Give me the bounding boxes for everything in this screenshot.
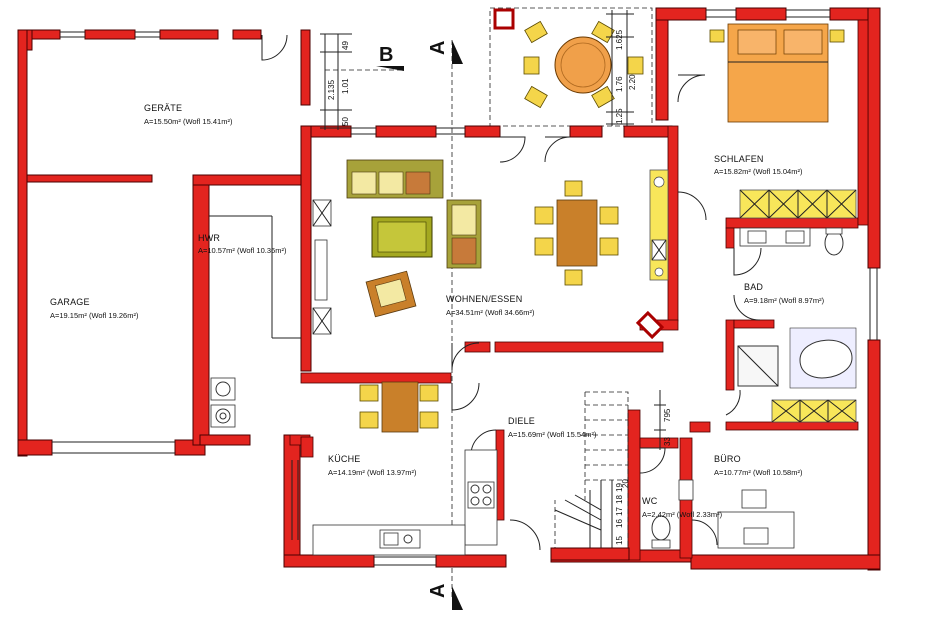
svg-text:BAD: BAD	[744, 282, 763, 292]
washing-machine	[210, 377, 236, 428]
section-marker-b-top: B	[376, 44, 404, 71]
svg-text:WC: WC	[642, 496, 658, 506]
living-sofa	[346, 159, 482, 269]
wc-fixtures	[651, 479, 694, 549]
armchair	[365, 270, 417, 318]
room-label-wohnen: WOHNEN/ESSEN A=34.51m² (Wofl 34.66m²)	[446, 294, 535, 317]
svg-text:1.625: 1.625	[615, 29, 624, 50]
svg-text:HWR: HWR	[198, 233, 220, 243]
svg-text:50: 50	[341, 117, 350, 126]
svg-text:A=34.51m² (Wofl 34.66m²): A=34.51m² (Wofl 34.66m²)	[446, 308, 535, 317]
svg-text:17: 17	[615, 507, 624, 516]
svg-text:1.01: 1.01	[341, 78, 350, 94]
kitchen-table	[359, 381, 439, 433]
room-label-hwr: HWR A=10.57m² (Wofl 10.36m²)	[198, 233, 287, 255]
svg-text:GARAGE: GARAGE	[50, 297, 90, 307]
svg-text:1.25: 1.25	[615, 108, 624, 124]
dimension-left: 49 1.01 50 2.135	[320, 33, 352, 130]
svg-text:18: 18	[615, 495, 624, 504]
svg-text:A=15.82m² (Wofl 15.04m²): A=15.82m² (Wofl 15.04m²)	[714, 167, 803, 176]
svg-text:A=9.18m² (Wofl 8.97m²): A=9.18m² (Wofl 8.97m²)	[744, 296, 825, 305]
svg-text:2.20: 2.20	[628, 74, 637, 90]
dining-table	[534, 180, 619, 286]
svg-text:B: B	[379, 44, 393, 66]
room-label-geraete: GERÄTE A=15.50m² (Wofl 15.41m²)	[144, 103, 233, 126]
svg-text:33: 33	[663, 437, 672, 446]
svg-text:SCHLAFEN: SCHLAFEN	[714, 154, 764, 164]
tv-cabinet	[312, 199, 332, 335]
room-label-garage: GARAGE A=19.15m² (Wofl 19.26m²)	[50, 297, 139, 320]
svg-text:1.76: 1.76	[615, 76, 624, 92]
office-shelf	[771, 399, 857, 423]
svg-text:A: A	[427, 41, 449, 55]
kitchen-counter	[312, 449, 498, 556]
room-label-bad: BAD A=9.18m² (Wofl 8.97m²)	[744, 282, 825, 305]
svg-text:A=15.50m² (Wofl 15.41m²): A=15.50m² (Wofl 15.41m²)	[144, 117, 233, 126]
svg-text:A=10.77m² (Wofl 10.58m²): A=10.77m² (Wofl 10.58m²)	[714, 468, 803, 477]
svg-text:BÜRO: BÜRO	[714, 454, 741, 464]
dimension-terrace: 1.625 1.76 1.25 2.20	[606, 10, 637, 126]
room-label-kueche: KÜCHE A=14.19m² (Wofl 13.97m²)	[328, 454, 417, 477]
room-label-schlafen: SCHLAFEN A=15.82m² (Wofl 15.04m²)	[714, 154, 803, 176]
svg-text:A=19.15m² (Wofl 19.26m²): A=19.15m² (Wofl 19.26m²)	[50, 311, 139, 320]
dimension-wc: 795 33	[654, 390, 672, 450]
svg-text:DIELE: DIELE	[508, 416, 535, 426]
exterior-walls	[17, 7, 881, 571]
svg-text:19: 19	[615, 483, 624, 492]
sideboard	[649, 169, 669, 281]
svg-text:A=2.42m² (Wofl 2.33m²): A=2.42m² (Wofl 2.33m²)	[642, 510, 723, 519]
svg-text:WOHNEN/ESSEN: WOHNEN/ESSEN	[446, 294, 522, 304]
windows	[52, 9, 878, 566]
svg-text:A=10.57m² (Wofl 10.36m²): A=10.57m² (Wofl 10.36m²)	[198, 246, 287, 255]
svg-text:2.135: 2.135	[327, 79, 336, 100]
svg-text:A: A	[427, 584, 449, 598]
bed	[709, 23, 845, 123]
fireplace	[635, 310, 665, 340]
room-label-buero: BÜRO A=10.77m² (Wofl 10.58m²)	[714, 454, 803, 477]
svg-text:49: 49	[341, 41, 350, 50]
svg-text:KÜCHE: KÜCHE	[328, 454, 361, 464]
office-desk	[717, 489, 795, 549]
terrace-dining-set	[493, 8, 644, 109]
section-marker-a-top: A	[427, 40, 463, 64]
svg-text:795: 795	[663, 408, 672, 422]
room-label-wc: WC A=2.42m² (Wofl 2.33m²)	[642, 496, 723, 519]
wardrobe	[739, 189, 857, 219]
svg-text:A=15.69m² (Wofl 15.54m²): A=15.69m² (Wofl 15.54m²)	[508, 430, 597, 439]
room-label-diele: DIELE A=15.69m² (Wofl 15.54m²)	[508, 416, 597, 439]
svg-text:A=14.19m² (Wofl 13.97m²): A=14.19m² (Wofl 13.97m²)	[328, 468, 417, 477]
svg-text:16: 16	[615, 519, 624, 528]
staircase	[550, 391, 630, 561]
stair-step-labels: 15 16 17 18 19 20	[615, 479, 630, 545]
svg-text:15: 15	[615, 536, 624, 545]
section-marker-a-bottom: A	[427, 584, 463, 610]
door-swings	[209, 34, 762, 551]
svg-text:GERÄTE: GERÄTE	[144, 103, 182, 113]
bath-fixtures	[737, 227, 857, 389]
svg-text:20: 20	[621, 479, 630, 488]
